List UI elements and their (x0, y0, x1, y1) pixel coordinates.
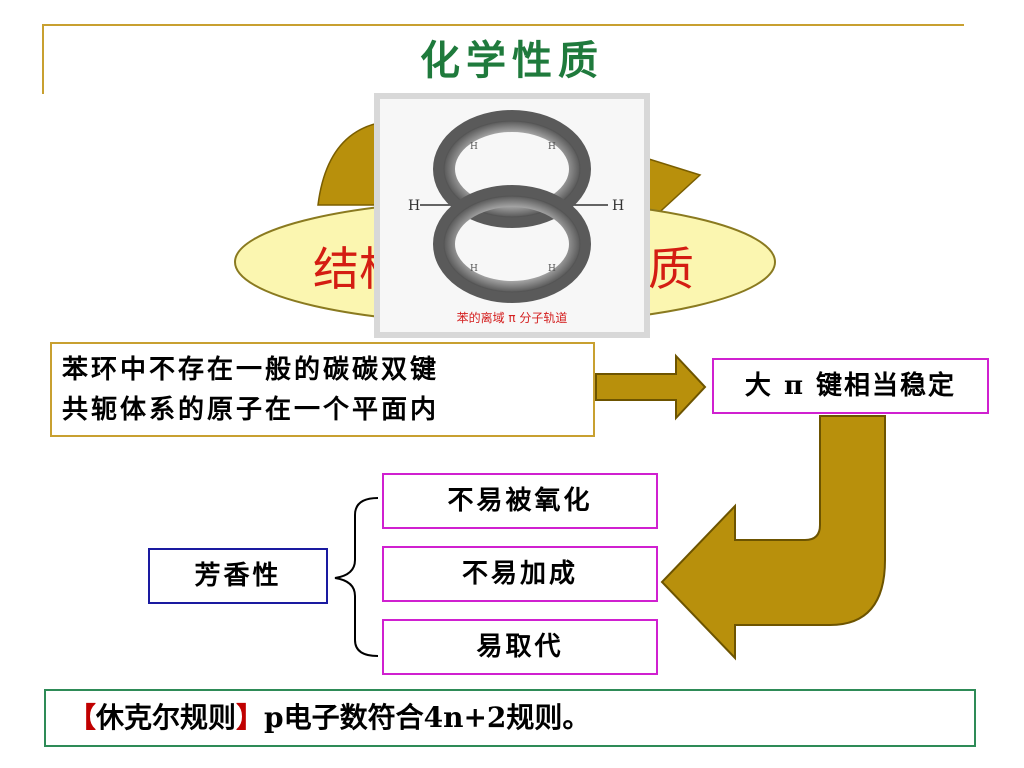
huckel-open-bracket: 【 (68, 701, 97, 734)
result-box: 大 π 键相当稳定 (712, 358, 989, 414)
photo-caption: 苯的离域 π 分子轨道 (456, 311, 568, 325)
h-atom-left: H (408, 198, 420, 214)
property-box-substitution: 易取代 (382, 619, 658, 675)
benzene-orbital-illustration: H H H H H H (408, 110, 624, 303)
curly-brace (334, 497, 379, 657)
u-turn-arrow (660, 415, 886, 661)
h-atom-top-right: H (548, 142, 556, 152)
h-atom-top-left: H (470, 142, 478, 152)
huckel-rule-name: 休克尔规则 (96, 701, 237, 734)
aromaticity-box: 芳香性 (148, 548, 328, 604)
huckel-rule-text: p电子数符合4n+2规则。 (264, 701, 591, 734)
property-box-not-addition: 不易加成 (382, 546, 658, 602)
feature-line-1: 苯环中不存在一般的碳碳双键 (62, 355, 440, 385)
right-arrow (595, 353, 707, 421)
title-frame-left-line (42, 24, 44, 94)
benzene-orbital-image: H H H H H H 苯的离域 π 分子轨道 (374, 93, 650, 338)
feature-line-2: 共轭体系的原子在一个平面内 (62, 395, 440, 425)
h-atom-right: H (612, 198, 624, 214)
huckel-rule-box: 【休克尔规则】p电子数符合4n+2规则。 (44, 689, 976, 747)
oval-right-text: 质 (648, 242, 694, 296)
huckel-close-bracket: 】 (236, 701, 265, 734)
feature-box: 苯环中不存在一般的碳碳双键 共轭体系的原子在一个平面内 (50, 342, 595, 437)
h-atom-bottom-right: H (548, 264, 556, 274)
page-title: 化学性质 (420, 37, 604, 84)
property-box-not-oxidized: 不易被氧化 (382, 473, 658, 529)
h-atom-bottom-left: H (470, 264, 478, 274)
title-frame-top-line (42, 24, 964, 26)
